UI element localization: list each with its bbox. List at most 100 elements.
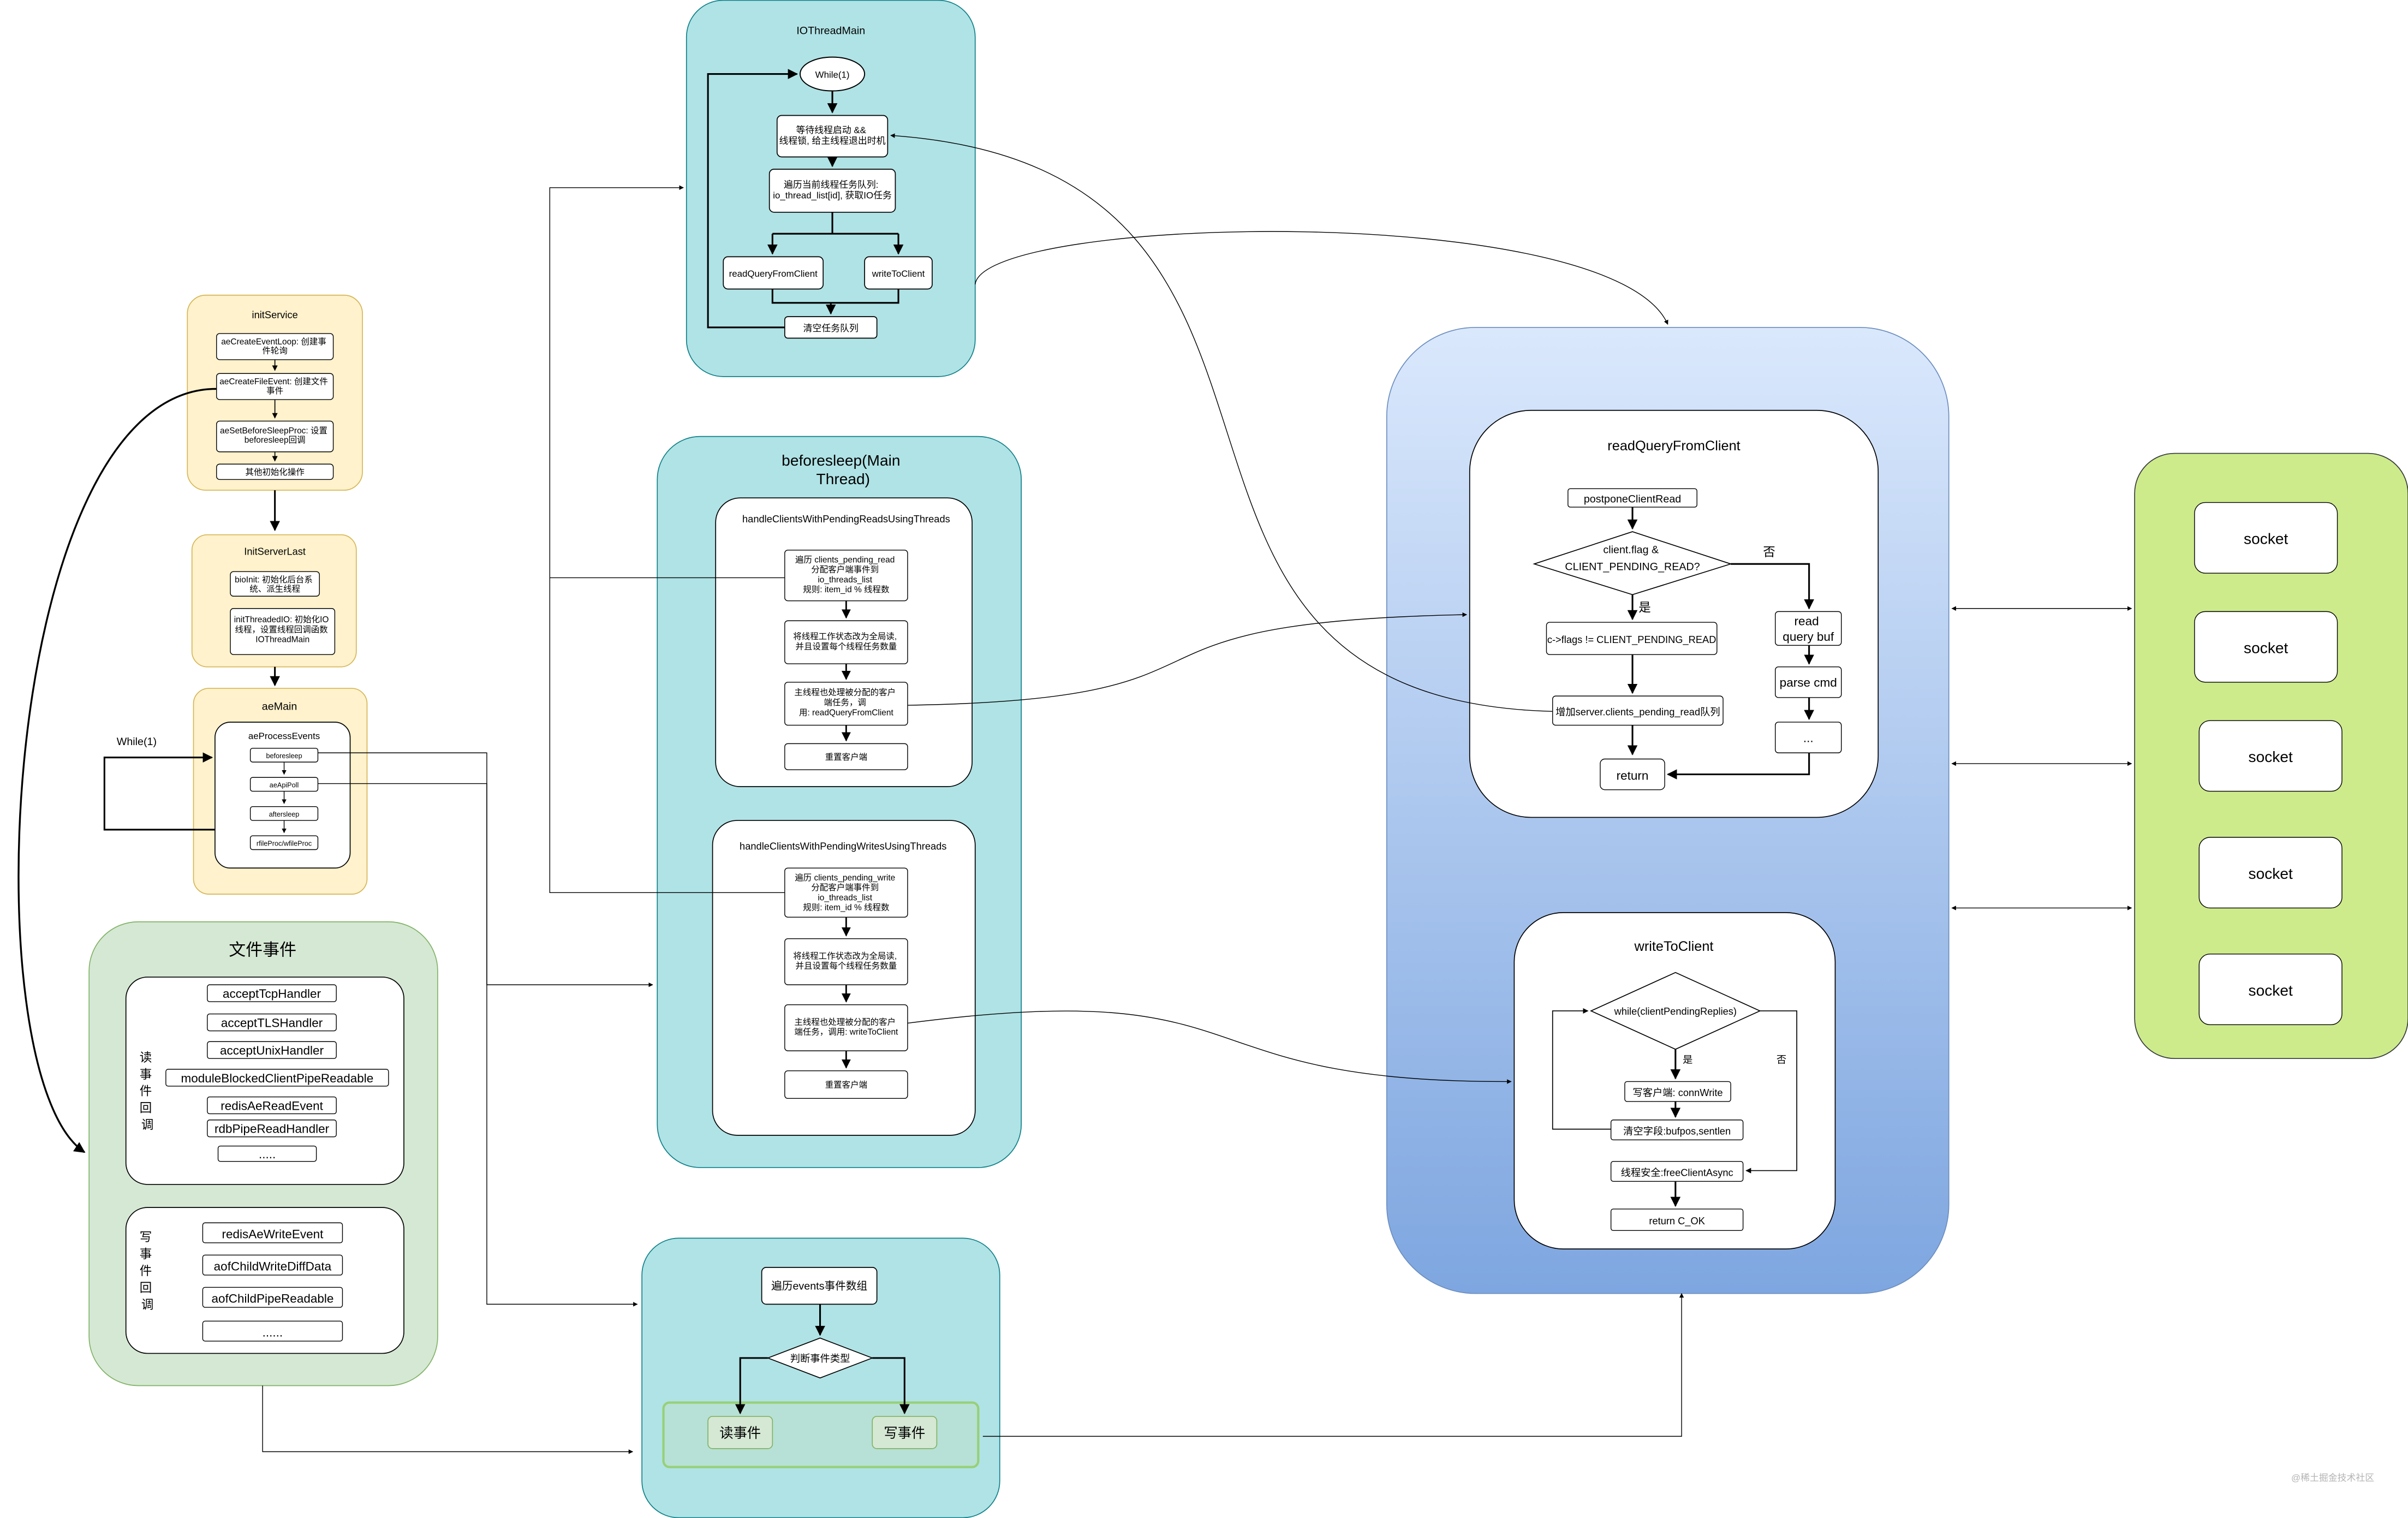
read-no-label: 否 xyxy=(1763,545,1775,559)
events-to-client-connector xyxy=(982,1293,1684,1437)
socket-4 xyxy=(2198,837,2343,909)
reads-step-2-l1: 将线程工作状态改为全局读, xyxy=(793,632,897,641)
set-before-sleep-2: beforesleep回调 xyxy=(245,435,306,445)
handler-accept-tcp-label: acceptTcpHandler xyxy=(223,987,321,1001)
svg-text:initThreadedIO: 初始化IO 线程，设: initThreadedIO: 初始化IO 线程，设置线程回调函数 IOThre… xyxy=(234,615,331,645)
svg-text:aeCreateEventLoop: 创建事 件轮询: aeCreateEventLoop: 创建事 件轮询 xyxy=(221,337,329,356)
handler-aof-pipe-label: aofChildPipeReadable xyxy=(211,1292,333,1306)
writes-step-1-l4: 规则: item_id % 线程数 xyxy=(803,903,890,913)
wait-line-2: 线程锁, 给主线程退出时机 xyxy=(779,136,886,146)
write-handler-list: redisAeWriteEvent aofChildWriteDiffData … xyxy=(202,1222,343,1342)
step-beforesleep-label: beforesleep xyxy=(266,752,302,760)
judge-event-type-label: 判断事件类型 xyxy=(790,1353,850,1364)
svg-text:遍历 clients_pending_write 分: 遍历 clients_pending_write 分配客户端事件到 io_thr… xyxy=(795,873,897,913)
writes-step-1-l1: 遍历 clients_pending_write xyxy=(795,873,895,883)
handler-more-read xyxy=(217,1145,317,1162)
io-thread-title: IOThreadMain xyxy=(796,25,865,37)
write-client-title: writeToClient xyxy=(1634,939,1714,954)
step-aftersleep-label: aftersleep xyxy=(269,811,300,818)
svg-text:写 事 件 回 调: 写 事 件 回 调 xyxy=(140,1230,156,1312)
while-label: While(1) xyxy=(815,70,850,80)
pending-queue-connector xyxy=(890,133,1553,712)
write-event-label: 写事件 xyxy=(884,1426,925,1441)
clear-label: 清空任务队列 xyxy=(803,323,859,334)
handler-aof-diff xyxy=(202,1254,343,1276)
set-before-sleep-1: aeSetBeforeSleepProc: 设置 xyxy=(220,426,327,436)
handler-more-read-label: ..... xyxy=(259,1147,276,1161)
read-group-char-2: 事 xyxy=(140,1068,152,1081)
parse-cmd-label: parse cmd xyxy=(1780,676,1837,689)
free-async-label: 线程安全:freeClientAsync xyxy=(1621,1166,1733,1178)
write-group-char-1: 写 xyxy=(140,1230,152,1244)
conn-write-label: 写客户端: connWrite xyxy=(1632,1087,1722,1098)
bio-init-node xyxy=(230,571,320,597)
write-no-label: 否 xyxy=(1777,1054,1786,1065)
traverse-line-1: 遍历当前线程任务队列: xyxy=(784,180,878,190)
create-event-loop-1: aeCreateEventLoop: 创建事 xyxy=(221,337,326,347)
api-poll-connector xyxy=(318,783,638,1307)
handler-redis-read-label: redisAeReadEvent xyxy=(220,1099,323,1112)
init-service-title: initService xyxy=(252,309,298,320)
handler-more-write xyxy=(202,1320,343,1342)
write-return-label: return C_OK xyxy=(1649,1215,1705,1227)
handler-module-blocked-label: moduleBlockedClientPipeReadable xyxy=(181,1071,374,1085)
read-event-label: 读事件 xyxy=(719,1426,761,1441)
other-init-node xyxy=(216,463,334,480)
handler-redis-write-label: redisAeWriteEvent xyxy=(222,1227,324,1241)
write-event-node xyxy=(872,1415,938,1449)
reads-step-1-l3: io_threads_list xyxy=(818,575,872,585)
beforesleep-title-2: Thread) xyxy=(816,471,870,487)
socket-5-label: socket xyxy=(2249,982,2293,999)
svg-text:client.flag & CLIENT_PENDI: client.flag & CLIENT_PENDING_READ? xyxy=(1565,544,1700,573)
clear-fields-node xyxy=(1610,1120,1744,1141)
init-threaded-io-3: IOThreadMain xyxy=(255,635,309,645)
add-queue-label: 增加server.clients_pending_read队列 xyxy=(1555,706,1720,718)
handler-accept-unix xyxy=(207,1041,337,1059)
writes-step-4 xyxy=(784,1070,908,1099)
write-group-char-2: 事 xyxy=(140,1247,152,1261)
read-return-label: return xyxy=(1617,769,1649,782)
step-api-poll-label: aeApiPoll xyxy=(270,782,299,789)
reads-step-1-l2: 分配客户端事件到 xyxy=(811,565,879,575)
reads-call-connector xyxy=(907,612,1467,706)
bio-init-2: 统、派生线程 xyxy=(249,584,300,594)
read-handler-list: acceptTcpHandler acceptTLSHandler accept… xyxy=(165,984,389,1162)
beforesleep-title-1: beforesleep(Main xyxy=(782,452,900,469)
io-thread-to-client-connector xyxy=(975,231,1668,325)
while-loop-label: While(1) xyxy=(117,736,157,748)
socket-2 xyxy=(2194,611,2338,683)
io-write-label: writeToClient xyxy=(872,269,925,279)
write-return-node xyxy=(1610,1209,1744,1231)
svg-text:bioInit: 初始化后台系 统、派生线程: bioInit: 初始化后台系 统、派生线程 xyxy=(235,575,315,594)
free-async-node xyxy=(1610,1161,1744,1182)
ae-main-title: aeMain xyxy=(262,700,297,712)
reads-step-3-l2: 端任务，调 xyxy=(824,698,866,707)
read-group-char-5: 调 xyxy=(141,1118,154,1132)
read-return-node xyxy=(1600,758,1665,790)
handler-module-blocked xyxy=(165,1069,389,1087)
read-group-char-4: 回 xyxy=(140,1102,152,1115)
process-events-label: aeProcessEvents xyxy=(248,731,320,741)
svg-text:将线程工作状态改为全局读, 并且设置每个线程任务数量: 将线程工作状态改为全局读, 并且设置每个线程任务数量 xyxy=(793,951,899,971)
read-more-label: ... xyxy=(1803,731,1814,745)
socket-1 xyxy=(2194,502,2338,574)
pending-reads-title: handleClientsWithPendingReadsUsingThread… xyxy=(742,513,950,525)
file-events-dispatch-connector xyxy=(262,1385,634,1454)
write-client-box xyxy=(1513,912,1836,1249)
create-event-loop-2: 件轮询 xyxy=(262,346,287,356)
read-group-char-1: 读 xyxy=(140,1051,152,1064)
step-file-proc xyxy=(249,835,319,850)
create-file-event-2: 事件 xyxy=(266,386,283,396)
svg-text:read query buf: read query buf xyxy=(1783,615,1834,644)
handler-more-write-label: ...... xyxy=(263,1325,283,1339)
reads-step-3-l3: 用: readQueryFromClient xyxy=(799,708,893,717)
socket-3-label: socket xyxy=(2249,748,2293,765)
read-yes-label: 是 xyxy=(1638,600,1651,614)
handler-accept-unix-label: acceptUnixHandler xyxy=(220,1044,324,1057)
socket-3 xyxy=(2198,720,2343,792)
writes-spawn-connector xyxy=(549,578,785,894)
reads-step-3-l1: 主线程也处理被分配的客户 xyxy=(794,688,896,698)
read-buf-line-1: read xyxy=(1795,615,1819,628)
init-server-last-title: InitServerLast xyxy=(244,545,306,557)
